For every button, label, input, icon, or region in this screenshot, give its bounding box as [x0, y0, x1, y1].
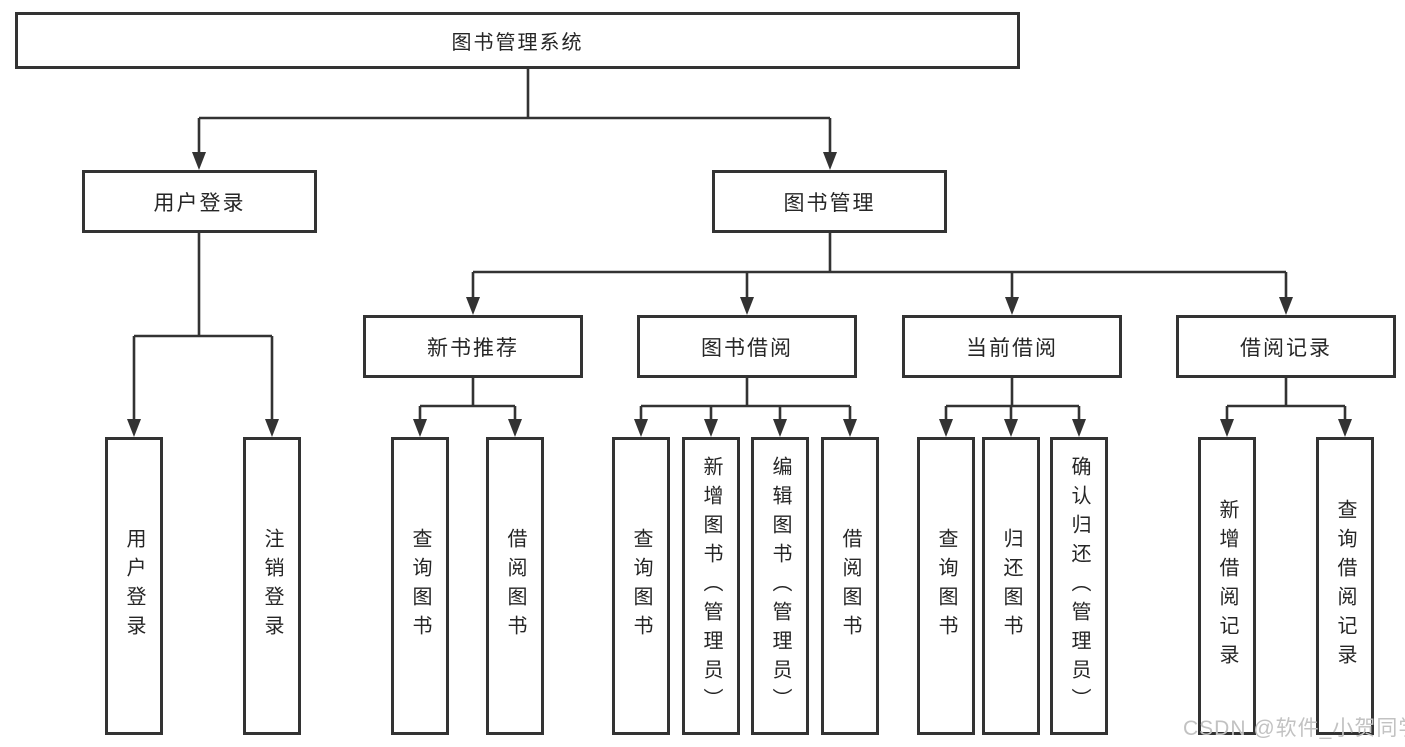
arrowhead: [413, 419, 427, 437]
connector-borrow-records-to-leaves: [1225, 378, 1347, 420]
arrowhead: [1072, 419, 1086, 437]
leaf-edit-books-admin: 编辑图书（管理员）: [751, 437, 809, 735]
node-book-management: 图书管理: [712, 170, 947, 233]
node-library-management-system: 图书管理系统: [15, 12, 1020, 69]
connector-current-borrowing-to-leaves: [944, 378, 1081, 420]
leaf-return-books: 归还图书: [982, 437, 1040, 735]
connector-new-book-to-leaves: [418, 378, 517, 420]
node-label: 新增借阅记录: [1216, 499, 1238, 673]
node-label: 借阅图书: [504, 528, 526, 644]
leaf-add-books-admin: 新增图书（管理员）: [682, 437, 740, 735]
node-label: 用户登录: [153, 191, 246, 215]
connector-root-to-l2: [197, 68, 832, 152]
node-label: 编辑图书（管理员）: [769, 455, 791, 717]
node-book-borrowing: 图书借阅: [637, 315, 857, 378]
connector-book-borrowing-to-leaves: [639, 378, 852, 420]
arrowhead: [939, 419, 953, 437]
node-label: 查询图书: [935, 528, 957, 644]
arrowhead: [127, 419, 141, 437]
arrowhead: [1279, 297, 1293, 315]
node-label: 查询图书: [409, 528, 431, 644]
node-label: 确认归还（管理员）: [1068, 455, 1090, 717]
leaf-user-login: 用户登录: [105, 437, 163, 735]
arrowhead: [740, 297, 754, 315]
node-label: 用户登录: [123, 528, 145, 644]
leaf-logout: 注销登录: [243, 437, 301, 735]
node-user-login: 用户登录: [82, 170, 317, 233]
leaf-add-borrow-record: 新增借阅记录: [1198, 437, 1256, 735]
arrowhead: [634, 419, 648, 437]
node-label: 归还图书: [1000, 528, 1022, 644]
arrowhead: [704, 419, 718, 437]
arrowhead: [1220, 419, 1234, 437]
connector-user-login-to-leaves: [132, 233, 274, 420]
node-label: 新书推荐: [427, 336, 519, 360]
node-borrowing-records: 借阅记录: [1176, 315, 1396, 378]
node-label: 图书管理系统: [451, 32, 584, 54]
arrowhead: [508, 419, 522, 437]
node-label: 注销登录: [261, 528, 283, 644]
node-label: 新增图书（管理员）: [700, 455, 722, 717]
leaf-query-books: 查询图书: [391, 437, 449, 735]
leaf-borrow-books: 借阅图书: [821, 437, 879, 735]
leaf-query-borrow-record: 查询借阅记录: [1316, 437, 1374, 735]
arrowhead: [1005, 297, 1019, 315]
arrowhead: [773, 419, 787, 437]
leaf-query-books: 查询图书: [917, 437, 975, 735]
node-label: 借阅记录: [1240, 336, 1332, 360]
node-current-borrowing: 当前借阅: [902, 315, 1122, 378]
leaf-query-books: 查询图书: [612, 437, 670, 735]
arrowhead: [265, 419, 279, 437]
arrowhead: [466, 297, 480, 315]
connector-book-management-to-l3: [471, 233, 1288, 298]
node-new-book-recommendation: 新书推荐: [363, 315, 583, 378]
node-label: 当前借阅: [966, 336, 1058, 360]
node-label: 图书管理: [783, 191, 876, 215]
arrowhead: [1338, 419, 1352, 437]
node-label: 借阅图书: [839, 528, 861, 644]
arrowhead: [1004, 419, 1018, 437]
node-label: 查询图书: [630, 528, 652, 644]
arrowhead: [192, 152, 206, 170]
arrowhead: [843, 419, 857, 437]
node-label: 图书借阅: [701, 336, 793, 360]
leaf-confirm-return-admin: 确认归还（管理员）: [1050, 437, 1108, 735]
arrowhead: [823, 152, 837, 170]
leaf-borrow-books: 借阅图书: [486, 437, 544, 735]
node-label: 查询借阅记录: [1334, 499, 1356, 673]
csdn-watermark: CSDN @软件_小贺同学: [1183, 717, 1405, 740]
